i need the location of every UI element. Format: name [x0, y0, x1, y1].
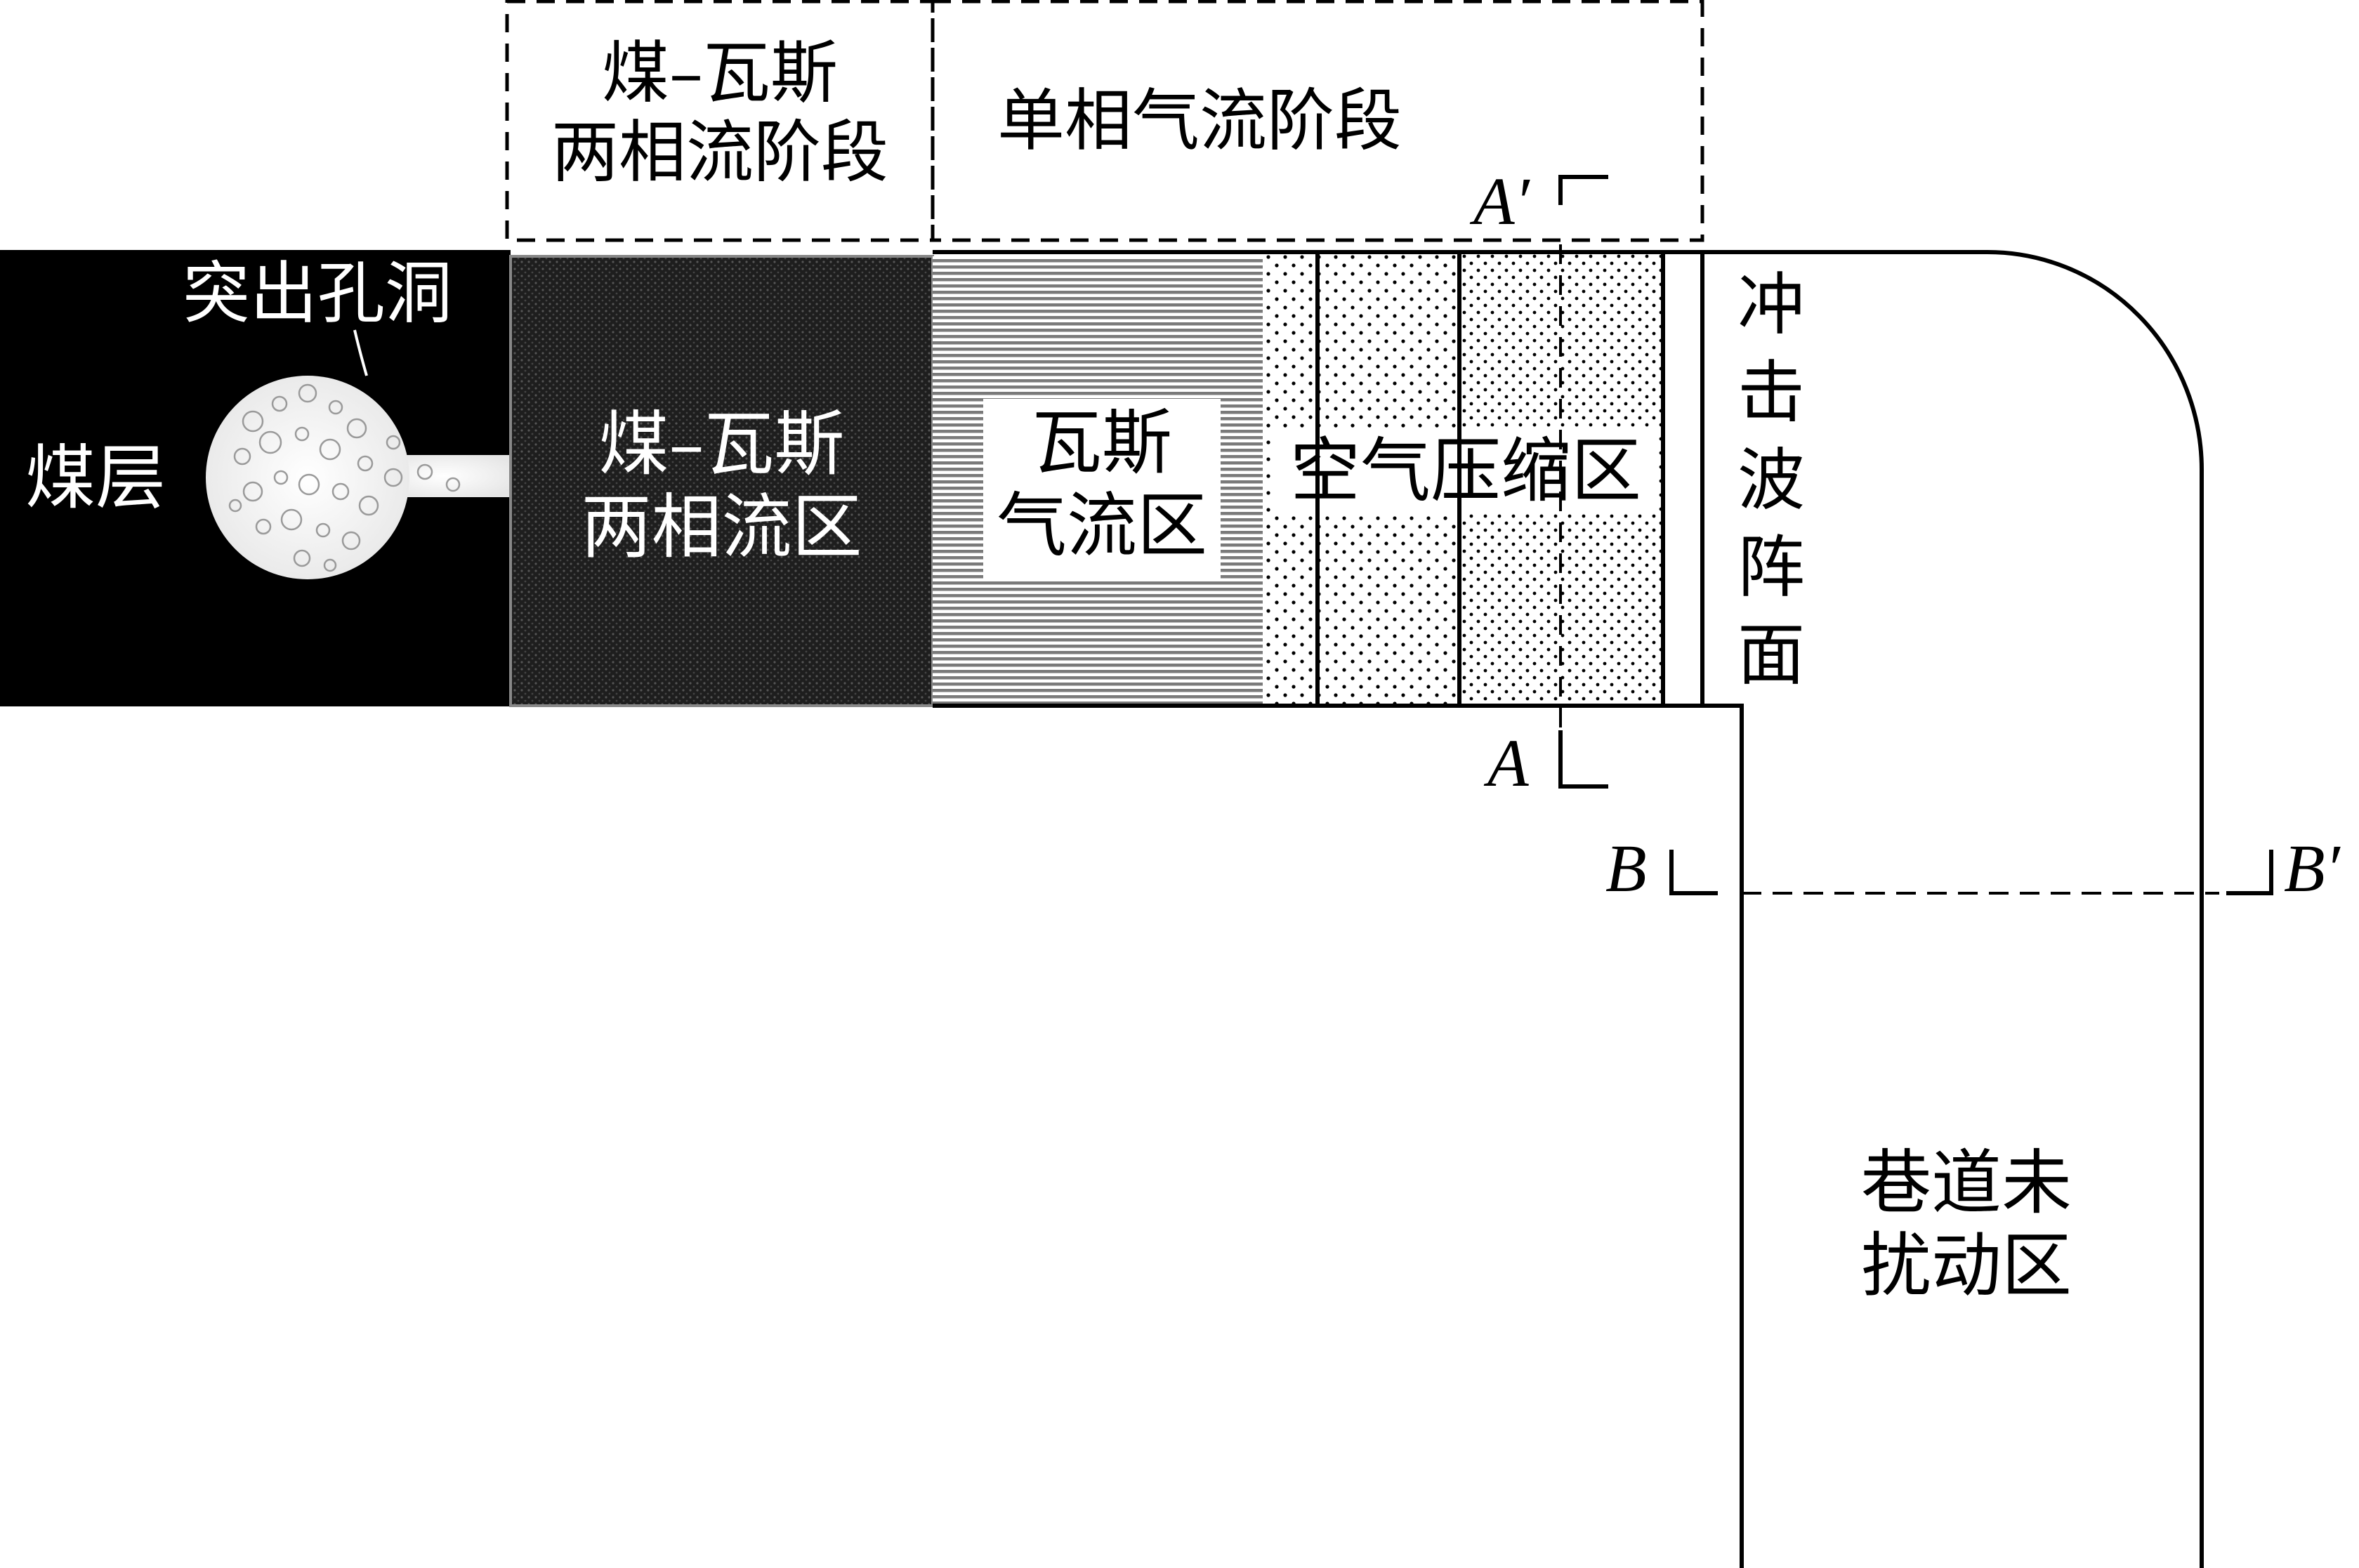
section-b-prime-label: B′: [2284, 831, 2340, 906]
gas-flow-zone-line2: 气流区: [997, 485, 1207, 567]
coal-seam-label: 煤层: [25, 437, 166, 519]
two-phase-zone-line1: 煤–瓦斯: [598, 403, 845, 485]
two-phase-zone-label: 煤–瓦斯 两相流区: [511, 403, 933, 569]
two-phase-stage-line2: 两相流阶段: [551, 113, 888, 192]
stage-boxes: [505, 0, 1704, 242]
gas-flow-zone-label: 瓦斯 气流区: [983, 402, 1221, 567]
section-a-prime-label: A′: [1473, 164, 1530, 239]
section-line-a: [1558, 175, 1608, 789]
tunnel-walls: [933, 250, 2204, 1568]
two-phase-zone-line2: 两相流区: [581, 486, 862, 568]
shock-front-char-4: 阵: [1737, 528, 1805, 607]
outburst-cavity-label: 突出孔洞: [183, 254, 452, 333]
single-phase-stage-box: [931, 0, 1704, 242]
bubble-filled-cavity-icon: [206, 376, 509, 579]
undisturbed-zone-line2: 扰动区: [1861, 1225, 2072, 1307]
shock-front-char-3: 波: [1737, 440, 1805, 520]
section-b-label: B: [1605, 831, 1647, 906]
gas-flow-zone-line1: 瓦斯: [1032, 402, 1172, 484]
shock-front-char-5: 面: [1737, 616, 1805, 695]
single-phase-stage-label: 单相气流阶段: [997, 81, 1402, 160]
air-compression-zone-label: 空气压缩区: [1290, 430, 1641, 512]
section-a-label: A: [1487, 725, 1529, 801]
section-line-b: [1669, 850, 2273, 895]
shock-front-char-2: 击: [1737, 353, 1805, 432]
air-compression-label-backdrop: [1273, 430, 1659, 513]
cavity-leader-line: [353, 329, 368, 376]
zone-dividers: [1315, 253, 1704, 706]
two-phase-stage-line1: 煤–瓦斯: [602, 34, 838, 112]
gas-flow-label-backdrop: [983, 399, 1221, 580]
two-phase-flow-zone: [509, 255, 934, 707]
shock-front-label: 冲 击 波 阵 面: [1729, 261, 1813, 699]
undisturbed-zone-label: 巷道未 扰动区: [1826, 1142, 2107, 1307]
undisturbed-zone-line1: 巷道未: [1861, 1142, 2072, 1224]
two-phase-stage-label: 煤–瓦斯 两相流阶段: [507, 34, 933, 193]
shock-front-char-1: 冲: [1737, 265, 1805, 344]
